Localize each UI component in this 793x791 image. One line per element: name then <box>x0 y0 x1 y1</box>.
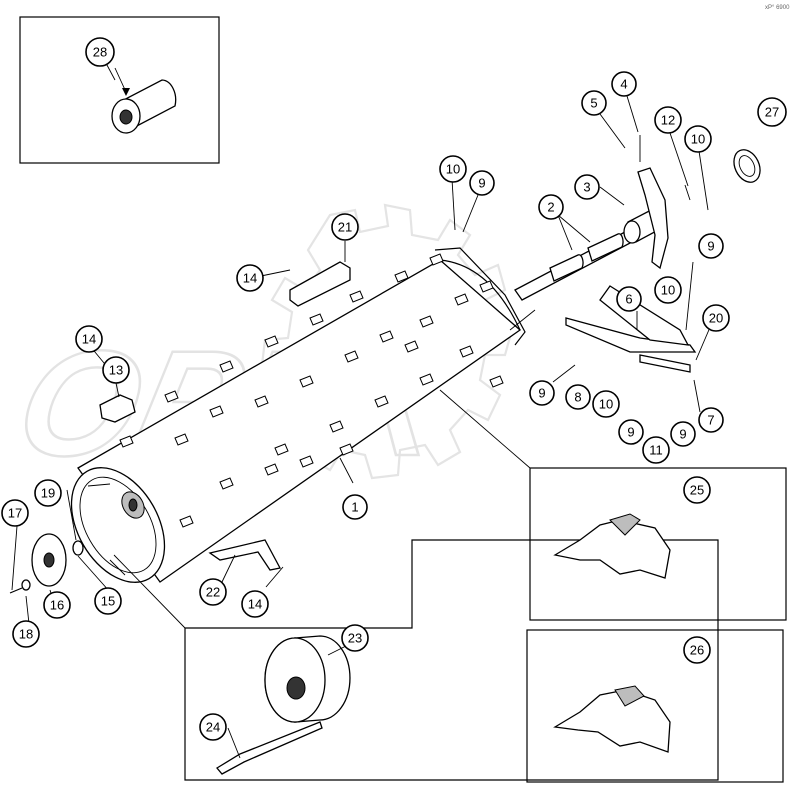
svg-text:9: 9 <box>538 386 545 401</box>
callout-3: 3 <box>574 174 600 200</box>
svg-text:6: 6 <box>625 292 632 307</box>
callout-2: 2 <box>538 194 564 220</box>
callout-11: 11 <box>642 436 670 464</box>
svg-text:9: 9 <box>707 239 714 254</box>
callout-19: 19 <box>34 479 62 507</box>
svg-text:28: 28 <box>93 45 107 60</box>
callout-1: 1 <box>342 494 368 520</box>
svg-text:2: 2 <box>547 200 554 215</box>
svg-text:12: 12 <box>661 113 675 128</box>
svg-text:14: 14 <box>82 332 96 347</box>
svg-text:23: 23 <box>348 631 362 646</box>
svg-text:10: 10 <box>599 397 613 412</box>
svg-text:13: 13 <box>109 363 123 378</box>
callout-24: 24 <box>199 713 227 741</box>
svg-text:19: 19 <box>41 486 55 501</box>
svg-text:10: 10 <box>446 162 460 177</box>
callout-12: 12 <box>654 106 682 134</box>
svg-text:9: 9 <box>679 427 686 442</box>
callout-9b: 9 <box>698 233 724 259</box>
callout-9c: 9 <box>529 380 555 406</box>
svg-text:9: 9 <box>627 425 634 440</box>
svg-text:7: 7 <box>707 413 714 428</box>
svg-text:11: 11 <box>649 443 663 458</box>
callout-21: 21 <box>331 213 359 241</box>
svg-text:14: 14 <box>243 271 257 286</box>
callout-8: 8 <box>565 384 591 410</box>
svg-text:18: 18 <box>19 627 33 642</box>
svg-text:10: 10 <box>691 132 705 147</box>
svg-text:17: 17 <box>8 506 22 521</box>
callout-22: 22 <box>199 578 227 606</box>
callouts: 28 4 5 27 12 10 3 10 9 2 21 9 14 6 10 20… <box>1 37 787 741</box>
callout-23: 23 <box>341 624 369 652</box>
svg-text:8: 8 <box>574 390 581 405</box>
callout-14c: 14 <box>241 590 269 618</box>
drive-shaft-assembly <box>509 135 691 331</box>
svg-text:14: 14 <box>248 597 262 612</box>
svg-text:22: 22 <box>206 585 220 600</box>
callout-10c: 10 <box>654 276 682 304</box>
callout-28: 28 <box>85 37 115 67</box>
callout-13: 13 <box>102 356 130 384</box>
callout-27: 27 <box>757 97 787 127</box>
svg-text:27: 27 <box>765 105 779 120</box>
callout-5: 5 <box>581 90 607 116</box>
callout-26: 26 <box>683 636 711 664</box>
callout-10b: 10 <box>439 155 467 183</box>
callout-20: 20 <box>702 304 730 332</box>
callout-14b: 14 <box>75 325 103 353</box>
svg-text:10: 10 <box>661 283 675 298</box>
svg-text:5: 5 <box>590 96 597 111</box>
svg-text:9: 9 <box>478 176 485 191</box>
leader-lines <box>11 51 715 759</box>
callout-4: 4 <box>611 71 637 97</box>
svg-text:16: 16 <box>50 598 64 613</box>
inset-flight-25 <box>439 389 787 621</box>
inset-bushing-28 <box>19 16 220 164</box>
inset-flight-26 <box>526 629 784 783</box>
callout-18: 18 <box>12 620 40 648</box>
svg-text:21: 21 <box>338 220 352 235</box>
callout-9e: 9 <box>670 421 696 447</box>
svg-text:3: 3 <box>583 180 590 195</box>
svg-text:1: 1 <box>351 500 358 515</box>
svg-text:24: 24 <box>206 720 220 735</box>
callout-14a: 14 <box>236 264 264 292</box>
svg-text:20: 20 <box>709 311 723 326</box>
callout-9: 9 <box>469 170 495 196</box>
callout-17: 17 <box>1 499 29 527</box>
small-hardware <box>9 261 351 594</box>
callout-10d: 10 <box>592 390 620 418</box>
callout-7: 7 <box>698 407 724 433</box>
callout-6: 6 <box>616 286 642 312</box>
callout-15: 15 <box>94 587 122 615</box>
svg-text:25: 25 <box>690 483 704 498</box>
callout-10: 10 <box>684 125 712 153</box>
callout-16: 16 <box>43 591 71 619</box>
svg-text:15: 15 <box>101 594 115 609</box>
drawing-code: xP° 6900 <box>765 5 790 11</box>
callout-9d: 9 <box>618 419 644 445</box>
drum-assembly <box>70 247 526 583</box>
inset-hub-23 <box>113 539 719 781</box>
svg-text:4: 4 <box>620 77 627 92</box>
svg-text:26: 26 <box>690 643 704 658</box>
callout-25: 25 <box>683 476 711 504</box>
